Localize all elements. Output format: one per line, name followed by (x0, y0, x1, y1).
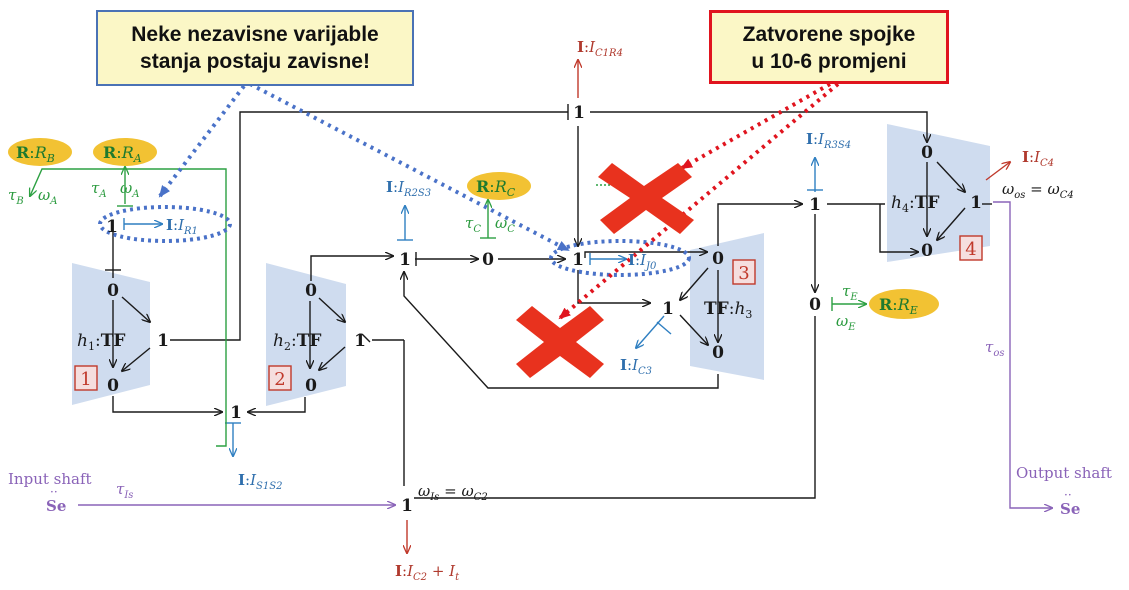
junction-one-r3s4: 1 (809, 195, 821, 215)
dotted-ellipse-ir1 (98, 205, 232, 243)
callout-closed-clutches: Zatvorene spojke u 10-6 promjeni (709, 10, 949, 84)
ra-ellipse (93, 138, 157, 166)
junction-zero-g2-top: 0 (305, 281, 317, 301)
output-shaft-dots: ·· (1064, 488, 1072, 502)
junction-zero-g1-top: 0 (107, 281, 119, 301)
junction-one-s1s2: 1 (230, 403, 242, 423)
dotted-arrow-left-2 (249, 82, 570, 252)
element-ic2-it: I:IC2 + It (395, 562, 460, 583)
junction-one-g3-left: 1 (662, 299, 674, 319)
element-ir3s4: I:IR3S4 (806, 130, 851, 151)
junction-zero-rc: 0 (482, 250, 494, 270)
inertia-bonds (123, 158, 823, 456)
dotted-ellipse-ij0 (549, 239, 691, 277)
gear-label-1: 1 (80, 369, 91, 390)
element-ic1r4: I:IC1R4 (577, 38, 623, 59)
signal-omega-a-left: ωA (38, 186, 57, 207)
gear-label-2: 2 (274, 369, 285, 390)
signal-omega-a: ωA (120, 179, 139, 200)
signal-omega-c: ωC (495, 214, 515, 235)
input-shaft-label: Input shaft (8, 470, 92, 488)
dotted-arrow-right-1 (680, 82, 831, 170)
callout-right-line2: u 10-6 promjeni (751, 50, 907, 73)
junction-zero-g3-bottom: 0 (712, 343, 724, 363)
junction-one-top: 1 (573, 103, 585, 123)
element-ic4: I:IC4 (1022, 148, 1054, 169)
callout-left-line2: stanja postaju zavisne! (140, 50, 370, 73)
callout-right-line1: Zatvorene spojke (742, 23, 916, 46)
tf-h3: TF:h3 (704, 299, 752, 321)
element-ir2s3: I:IR2S3 (386, 178, 431, 199)
junction-zero-g3-top: 0 (712, 249, 724, 269)
cross-lower (516, 306, 604, 378)
junction-zero-g2-bottom: 0 (305, 376, 317, 396)
junction-one-ir1: 1 (106, 217, 118, 237)
junction-one-r2s3: 1 (399, 250, 411, 270)
signal-omega-is: ωIs = ωC2 (418, 482, 488, 503)
gear-label-3: 3 (738, 263, 749, 284)
dotted-arrow-left-1 (158, 84, 246, 198)
gear-4-shape (887, 124, 990, 262)
junction-zero-g1-bottom: 0 (107, 376, 119, 396)
junction-one-j0: 1 (572, 250, 584, 270)
signal-tau-b: τB (8, 186, 24, 207)
signal-tau-is: τIs (116, 480, 133, 501)
signal-omega-e: ωE (836, 312, 856, 333)
junction-zero-re: 0 (809, 295, 821, 315)
signal-tau-os: τos (985, 338, 1004, 359)
output-shaft-source: Se (1060, 500, 1080, 518)
callout-dependent-states: Neke nezavisne varijable stanja postaju … (96, 10, 414, 86)
rc-ellipse (467, 172, 531, 200)
element-is1s2: I:IS1S2 (238, 471, 282, 492)
signal-tau-e: τE (842, 282, 858, 303)
element-ic3: I:IC3 (620, 356, 652, 377)
element-rb: R:RB (16, 143, 55, 165)
element-ir1: I:IR1 (166, 216, 198, 237)
junction-one-g2-right: 1 (354, 331, 366, 351)
input-shaft-dots: ·· (50, 485, 58, 499)
element-ra: R:RA (103, 143, 142, 165)
element-ij0: I:IJ0 (628, 251, 657, 272)
element-re: R:RE (879, 295, 918, 317)
gear-label-4: 4 (965, 239, 976, 260)
bonds (105, 104, 992, 499)
tf-h2: h2:TF (273, 331, 321, 353)
input-shaft-source: Se (46, 497, 66, 515)
re-ellipse (869, 289, 939, 319)
junction-zero-g4-top: 0 (921, 143, 933, 163)
rb-ellipse (8, 138, 72, 166)
junction-one-bottom: 1 (401, 496, 413, 516)
signal-tau-c: τC (465, 214, 481, 235)
output-inertia-bonds (407, 60, 1010, 553)
junction-one-g4-right: 1 (970, 193, 982, 213)
element-rc: R:RC (476, 177, 516, 199)
output-shaft-label: Output shaft (1016, 464, 1112, 482)
tf-h4: h4:TF (891, 193, 939, 215)
tf-h1: h1:TF (77, 331, 125, 353)
source-bonds (78, 201, 1052, 508)
signal-tau-a: τA (91, 179, 107, 200)
cross-upper (598, 163, 694, 234)
signal-omega-os: ωos = ωC4 (1002, 180, 1074, 201)
junction-one-g1-right: 1 (157, 331, 169, 351)
junction-zero-g4-bottom: 0 (921, 241, 933, 261)
callout-left-line1: Neke nezavisne varijable (131, 23, 379, 46)
